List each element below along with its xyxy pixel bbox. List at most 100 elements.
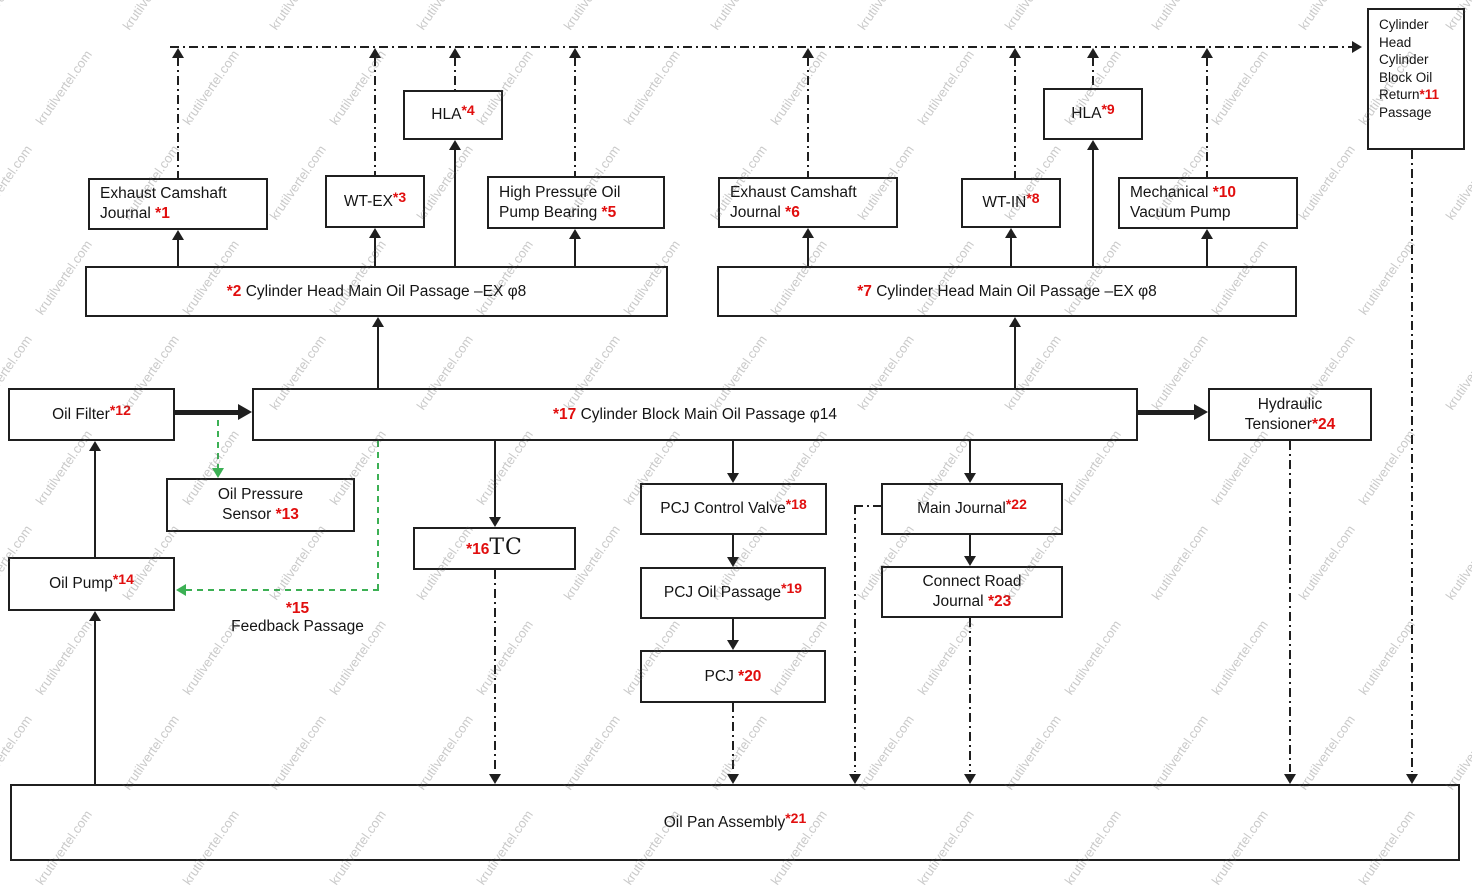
watermark-text: krutilvertel.com [1295, 142, 1358, 223]
feed-tc [494, 441, 496, 517]
watermark-text: krutilvertel.com [32, 47, 95, 128]
node-head-passage-ex-7: *7 Cylinder Head Main Oil Passage –EX φ8 [717, 266, 1297, 317]
arrow-down-drain-pcj [727, 774, 739, 784]
watermark-text: krutilvertel.com [914, 47, 977, 128]
node-label: Oil Pan Assembly*21 [663, 809, 807, 831]
node-label: *17 Cylinder Block Main Oil Passage φ14 [552, 405, 838, 423]
node-tc: *16TC [413, 527, 576, 570]
node-exhaust-camshaft-journal-1: Exhaust Camshaft Journal *1 [88, 178, 268, 230]
node-label: Exhaust Camshaft Journal *6 [730, 183, 857, 221]
arrow-right-into-return-passage [1352, 41, 1362, 53]
feed-vacuum-pump [1206, 238, 1208, 266]
node-oil-pan-assembly: Oil Pan Assembly*21 [10, 784, 1460, 861]
arrow-down-drain-return [1406, 774, 1418, 784]
node-oil-pressure-sensor: Oil Pressure Sensor *13 [166, 478, 355, 532]
watermark-text: krutilvertel.com [707, 0, 769, 33]
node-label: Oil Pressure Sensor *13 [217, 486, 304, 523]
node-pcj-oil-passage: PCJ Oil Passage*19 [640, 567, 826, 619]
arrow-up-journal-1 [172, 230, 184, 240]
node-label: Cylinder Head Cylinder Block Oil Return*… [1379, 17, 1440, 120]
feedback-horizontal [186, 589, 379, 591]
node-hla-4: HLA*4 [403, 90, 503, 140]
feed-journal-6 [807, 237, 809, 266]
node-mechanical-vacuum-pump: Mechanical *10 Vacuum Pump [1118, 177, 1298, 229]
node-label: *7 Cylinder Head Main Oil Passage –EX φ8 [857, 282, 1157, 300]
feed-connect-road-journal [969, 535, 971, 556]
riser-return-10 [1206, 57, 1208, 177]
feed-main-journal [969, 441, 971, 473]
watermark-text: krutilvertel.com [266, 0, 328, 33]
node-connect-road-journal: Connect Road Journal *23 [881, 566, 1063, 618]
drain-pcj [732, 703, 734, 772]
feedback-passage-tag: *15 [285, 600, 310, 617]
watermark-text: krutilvertel.com [1208, 617, 1271, 698]
node-label: WT-IN*8 [982, 190, 1040, 212]
arrow-up-return-4 [449, 48, 461, 58]
arrow-up-hla-4 [449, 140, 461, 150]
watermark-text: krutilvertel.com [854, 712, 917, 793]
arrow-right-hydraulic-tensioner [1194, 404, 1208, 420]
arrow-up-return-3 [369, 48, 381, 58]
arrow-down-pcj-oil-passage [727, 557, 739, 567]
node-main-journal: Main Journal*22 [881, 483, 1063, 535]
feed-head-passage-7 [1014, 326, 1016, 388]
riser-return-6 [807, 57, 809, 177]
arrow-up-return-10 [1201, 48, 1213, 58]
node-label: High Pressure Oil Pump Bearing *5 [499, 183, 621, 221]
arrow-up-head-passage-2 [372, 317, 384, 327]
watermark-text: krutilvertel.com [1442, 712, 1472, 793]
watermark-text: krutilvertel.com [0, 712, 35, 793]
arrow-up-hla-9 [1087, 140, 1099, 150]
node-label: Oil Filter*12 [52, 401, 131, 423]
drain-tc [494, 570, 496, 772]
arrow-up-return-8 [1009, 48, 1021, 58]
node-pcj-control-valve: PCJ Control Valve*18 [640, 483, 827, 535]
riser-return-3 [374, 57, 376, 175]
watermark-text: krutilvertel.com [1001, 712, 1064, 793]
feedback-passage-label: *15 Feedback Passage [205, 600, 390, 636]
watermark-text: krutilvertel.com [1295, 522, 1358, 603]
watermark-text: krutilvertel.com [560, 0, 622, 33]
arrow-up-oil-pump [89, 611, 101, 621]
feed-wt-ex [374, 237, 376, 266]
watermark-text: krutilvertel.com [0, 142, 35, 223]
watermark-text: krutilvertel.com [1148, 332, 1211, 413]
node-label: Mechanical *10 Vacuum Pump [1130, 184, 1236, 221]
arrow-down-main-journal [964, 473, 976, 483]
feedback-passage-text: Feedback Passage [231, 618, 364, 635]
watermark-text: krutilvertel.com [119, 0, 181, 33]
feed-head-passage-2 [377, 326, 379, 388]
main-filter-to-block [175, 410, 238, 415]
feed-wt-in [1010, 237, 1012, 266]
riser-return-5 [574, 57, 576, 176]
watermark-text: krutilvertel.com [119, 712, 182, 793]
drain-main-journal [854, 505, 856, 772]
watermark-text: krutilvertel.com [32, 617, 95, 698]
feed-journal-1 [177, 239, 179, 266]
watermark-text: krutilvertel.com [266, 142, 329, 223]
riser-return-9 [1092, 57, 1094, 88]
node-label: PCJ Control Valve*18 [660, 496, 807, 518]
node-label: HLA*9 [1071, 101, 1115, 123]
node-high-pressure-oil-pump-bearing: High Pressure Oil Pump Bearing *5 [487, 176, 665, 229]
watermark-text: krutilvertel.com [914, 617, 977, 698]
drain-tensioner [1289, 441, 1291, 772]
arrow-up-pump-bearing [569, 229, 581, 239]
riser-return-1 [177, 57, 179, 178]
node-label: Main Journal*22 [917, 496, 1027, 518]
node-label: WT-EX*3 [343, 188, 407, 210]
riser-return-8 [1014, 57, 1016, 178]
feed-pcj-control-valve [732, 441, 734, 473]
arrow-up-return-6 [802, 48, 814, 58]
node-label: Connect Road Journal *23 [922, 573, 1022, 610]
watermark-text: krutilvertel.com [560, 712, 623, 793]
arrow-down-connect-road-journal [964, 556, 976, 566]
watermark-text: krutilvertel.com [1442, 332, 1472, 413]
arrow-up-return-9 [1087, 48, 1099, 58]
watermark-text: krutilvertel.com [1355, 237, 1418, 318]
node-hydraulic-tensioner: Hydraulic Tensioner*24 [1208, 388, 1372, 441]
node-label: Exhaust Camshaft Journal *1 [100, 185, 227, 222]
node-exhaust-camshaft-journal-6: Exhaust Camshaft Journal *6 [718, 177, 898, 228]
arrow-down-pressure-sensor [212, 468, 224, 478]
